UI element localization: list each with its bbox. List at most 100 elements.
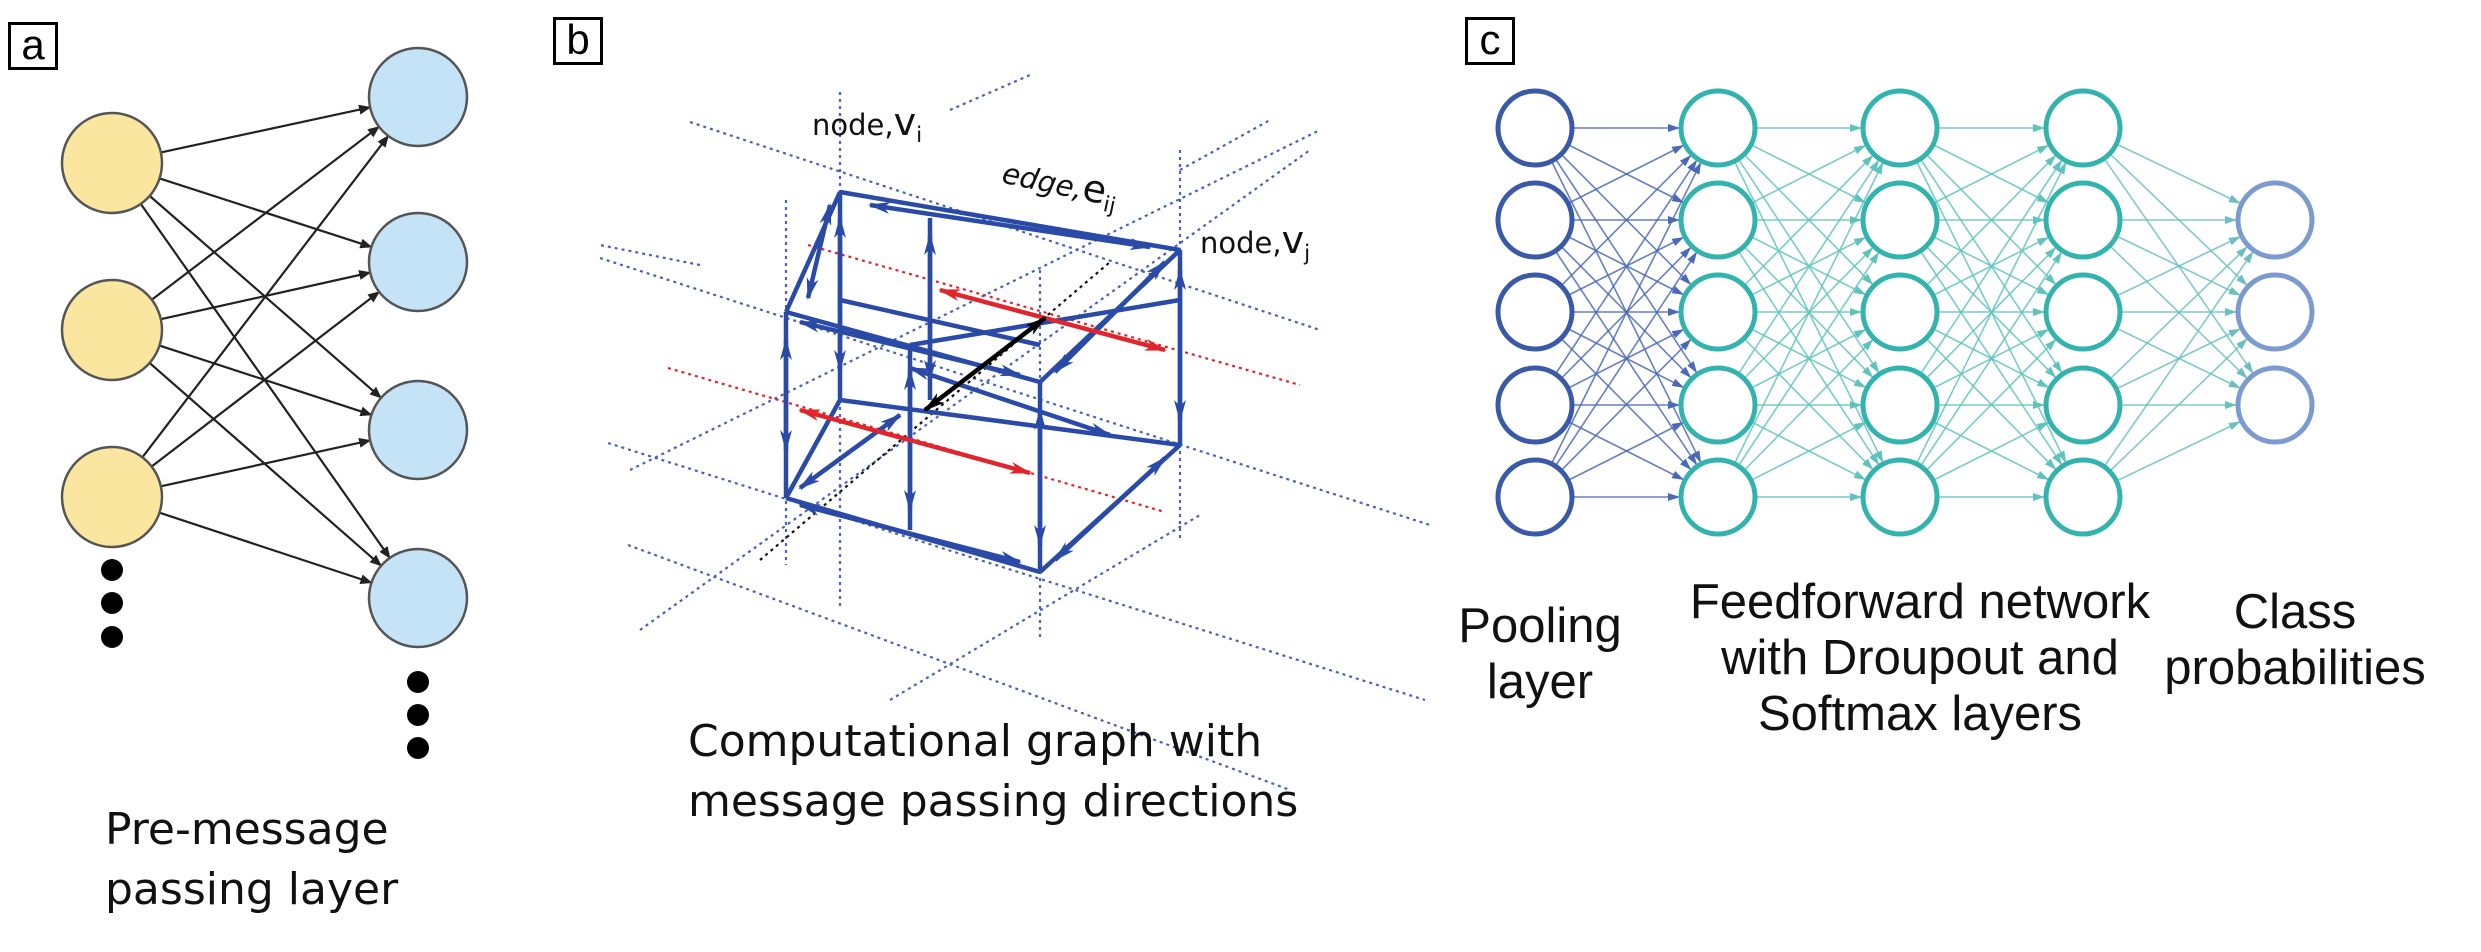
edge-c-0-3-4 xyxy=(1567,420,1685,481)
msg-k1-a xyxy=(923,362,987,412)
edge-c-1-4-3 xyxy=(1750,421,1867,482)
layer-4-node-5 xyxy=(2043,457,2123,537)
feedforward-caption: Feedforward network with Droupout and So… xyxy=(1660,574,2180,742)
msg-s4-b xyxy=(816,203,833,253)
edge-c-0-2-4 xyxy=(1560,337,1692,470)
layer-2-node-3 xyxy=(1678,272,1758,352)
red-lattice-line-2 xyxy=(667,366,1166,514)
edge-c-0-4-2 xyxy=(1560,339,1692,472)
edge-c-1-0-1 xyxy=(1750,143,1867,204)
lattice-line-3 xyxy=(607,441,1426,702)
edge-c-3-4-2 xyxy=(2116,421,2241,482)
edge-c-0-1-0 xyxy=(1567,144,1685,205)
lattice-line-9 xyxy=(629,129,1321,471)
msg-s6-a xyxy=(1053,507,1112,562)
lattice-line-14 xyxy=(599,243,701,267)
edge-c-2-2-3 xyxy=(1932,328,2050,389)
layer-1-node-2 xyxy=(1495,180,1575,260)
panel-b-graph xyxy=(599,73,1431,792)
edge-a-2-3 xyxy=(159,511,373,584)
edge-c-3-2-0 xyxy=(2116,236,2241,297)
input-node-3 xyxy=(60,445,164,549)
node-vj-label: node,vj xyxy=(1200,218,1311,266)
layer-3-node-5 xyxy=(1860,457,1940,537)
edge-c-0-2-0 xyxy=(1560,154,1692,287)
layer-3-node-1 xyxy=(1860,88,1940,168)
edge-c-2-3-0 xyxy=(1919,159,2063,375)
layer-4-node-1 xyxy=(2043,88,2123,168)
cube-edge-16 xyxy=(839,297,1041,348)
layer-3-node-3 xyxy=(1860,272,1940,352)
edge-c-1-4-1 xyxy=(1737,251,1880,467)
edge-c-0-3-0 xyxy=(1554,159,1698,375)
edge-c-2-4-3 xyxy=(1932,421,2050,482)
feedforward-caption-line-1: Feedforward network xyxy=(1689,575,2151,629)
edge-c-1-2-0 xyxy=(1743,155,1874,287)
edge-c-3-0-0 xyxy=(2116,143,2241,204)
layer-5-node-1 xyxy=(2235,180,2315,260)
panel-a-caption: Pre-message passing layer xyxy=(105,800,398,920)
edge-c-2-4-0 xyxy=(1915,162,2067,465)
panel-c-letter: c xyxy=(1465,17,1515,65)
msg-s2-b xyxy=(909,346,1022,378)
msg-r2-b xyxy=(914,439,1032,476)
edge-c-1-4-0 xyxy=(1733,162,1884,465)
lattice-line-2 xyxy=(599,256,1431,527)
msg-s4-a xyxy=(805,250,822,300)
layer-2-node-5 xyxy=(1678,457,1758,537)
layer-4-node-4 xyxy=(2043,365,2123,445)
edge-c-3-3-0 xyxy=(2109,246,2248,380)
edge-c-1-3-0 xyxy=(1737,159,1880,375)
lattice-line-12 xyxy=(1179,119,1271,171)
layer-2-node-1 xyxy=(1678,88,1758,168)
red-lattice-line-1 xyxy=(807,243,1301,387)
layer-5-node-3 xyxy=(2235,365,2315,445)
edge-a-2-0 xyxy=(141,135,390,458)
msg-s5-b xyxy=(1108,260,1167,319)
lattice-line-10 xyxy=(639,149,1311,631)
panel-a-letter: a xyxy=(8,22,58,70)
msg-r2-a xyxy=(798,407,916,444)
output-node-2 xyxy=(367,211,469,313)
class-probabilities-caption: Class probabilities xyxy=(2145,584,2445,696)
panel-c-edges xyxy=(1550,124,2254,501)
edge-a-0-0 xyxy=(160,104,372,154)
layer-1-node-5 xyxy=(1495,457,1575,537)
output-node-1 xyxy=(367,46,469,148)
edge-c-0-4-3 xyxy=(1567,421,1685,482)
msg-s3-a xyxy=(798,502,911,536)
edge-c-2-2-0 xyxy=(1925,154,2057,287)
layer-1-node-1 xyxy=(1495,88,1575,168)
edge-c-3-4-1 xyxy=(2109,338,2248,472)
layer-2-node-4 xyxy=(1678,365,1758,445)
edge-c-1-1-2 xyxy=(1750,235,1867,296)
edge-c-1-2-3 xyxy=(1750,328,1867,388)
panel-a-network xyxy=(60,46,469,759)
output-node-4 xyxy=(367,547,469,649)
panel-b-letter: b xyxy=(553,17,603,65)
edge-c-2-4-1 xyxy=(1919,251,2063,467)
edge-c-0-2-3 xyxy=(1567,328,1685,389)
edge-c-0-0-1 xyxy=(1567,143,1685,204)
panel-b-caption: Computational graph with message passing… xyxy=(688,712,1298,832)
edge-c-2-2-4 xyxy=(1925,337,2057,470)
layer-5-node-2 xyxy=(2235,272,2315,352)
cube-edge-1 xyxy=(839,189,1181,253)
edge-c-1-2-4 xyxy=(1743,337,1874,470)
edge-c-0-4-1 xyxy=(1554,251,1698,467)
panel-a-caption-line-1: Pre-message xyxy=(105,804,389,855)
feedforward-caption-line-3: Softmax layers xyxy=(1757,687,2083,741)
edge-a-1-0 xyxy=(151,125,380,301)
panel-c-nodes xyxy=(1495,88,2315,537)
edge-c-2-4-2 xyxy=(1925,339,2057,472)
msg-k1-b xyxy=(983,316,1047,366)
panel-a-output-ellipsis xyxy=(407,671,429,759)
layer-2-node-2 xyxy=(1678,180,1758,260)
node-vi-label: node,vi xyxy=(812,100,923,148)
edge-c-2-0-1 xyxy=(1932,143,2050,204)
pooling-layer-caption: Pooling layer xyxy=(1440,598,1640,710)
msg-s7-a xyxy=(798,449,852,490)
layer-3-node-4 xyxy=(1860,365,1940,445)
msg-s3-b xyxy=(909,531,1022,565)
layer-4-node-2 xyxy=(2043,180,2123,260)
